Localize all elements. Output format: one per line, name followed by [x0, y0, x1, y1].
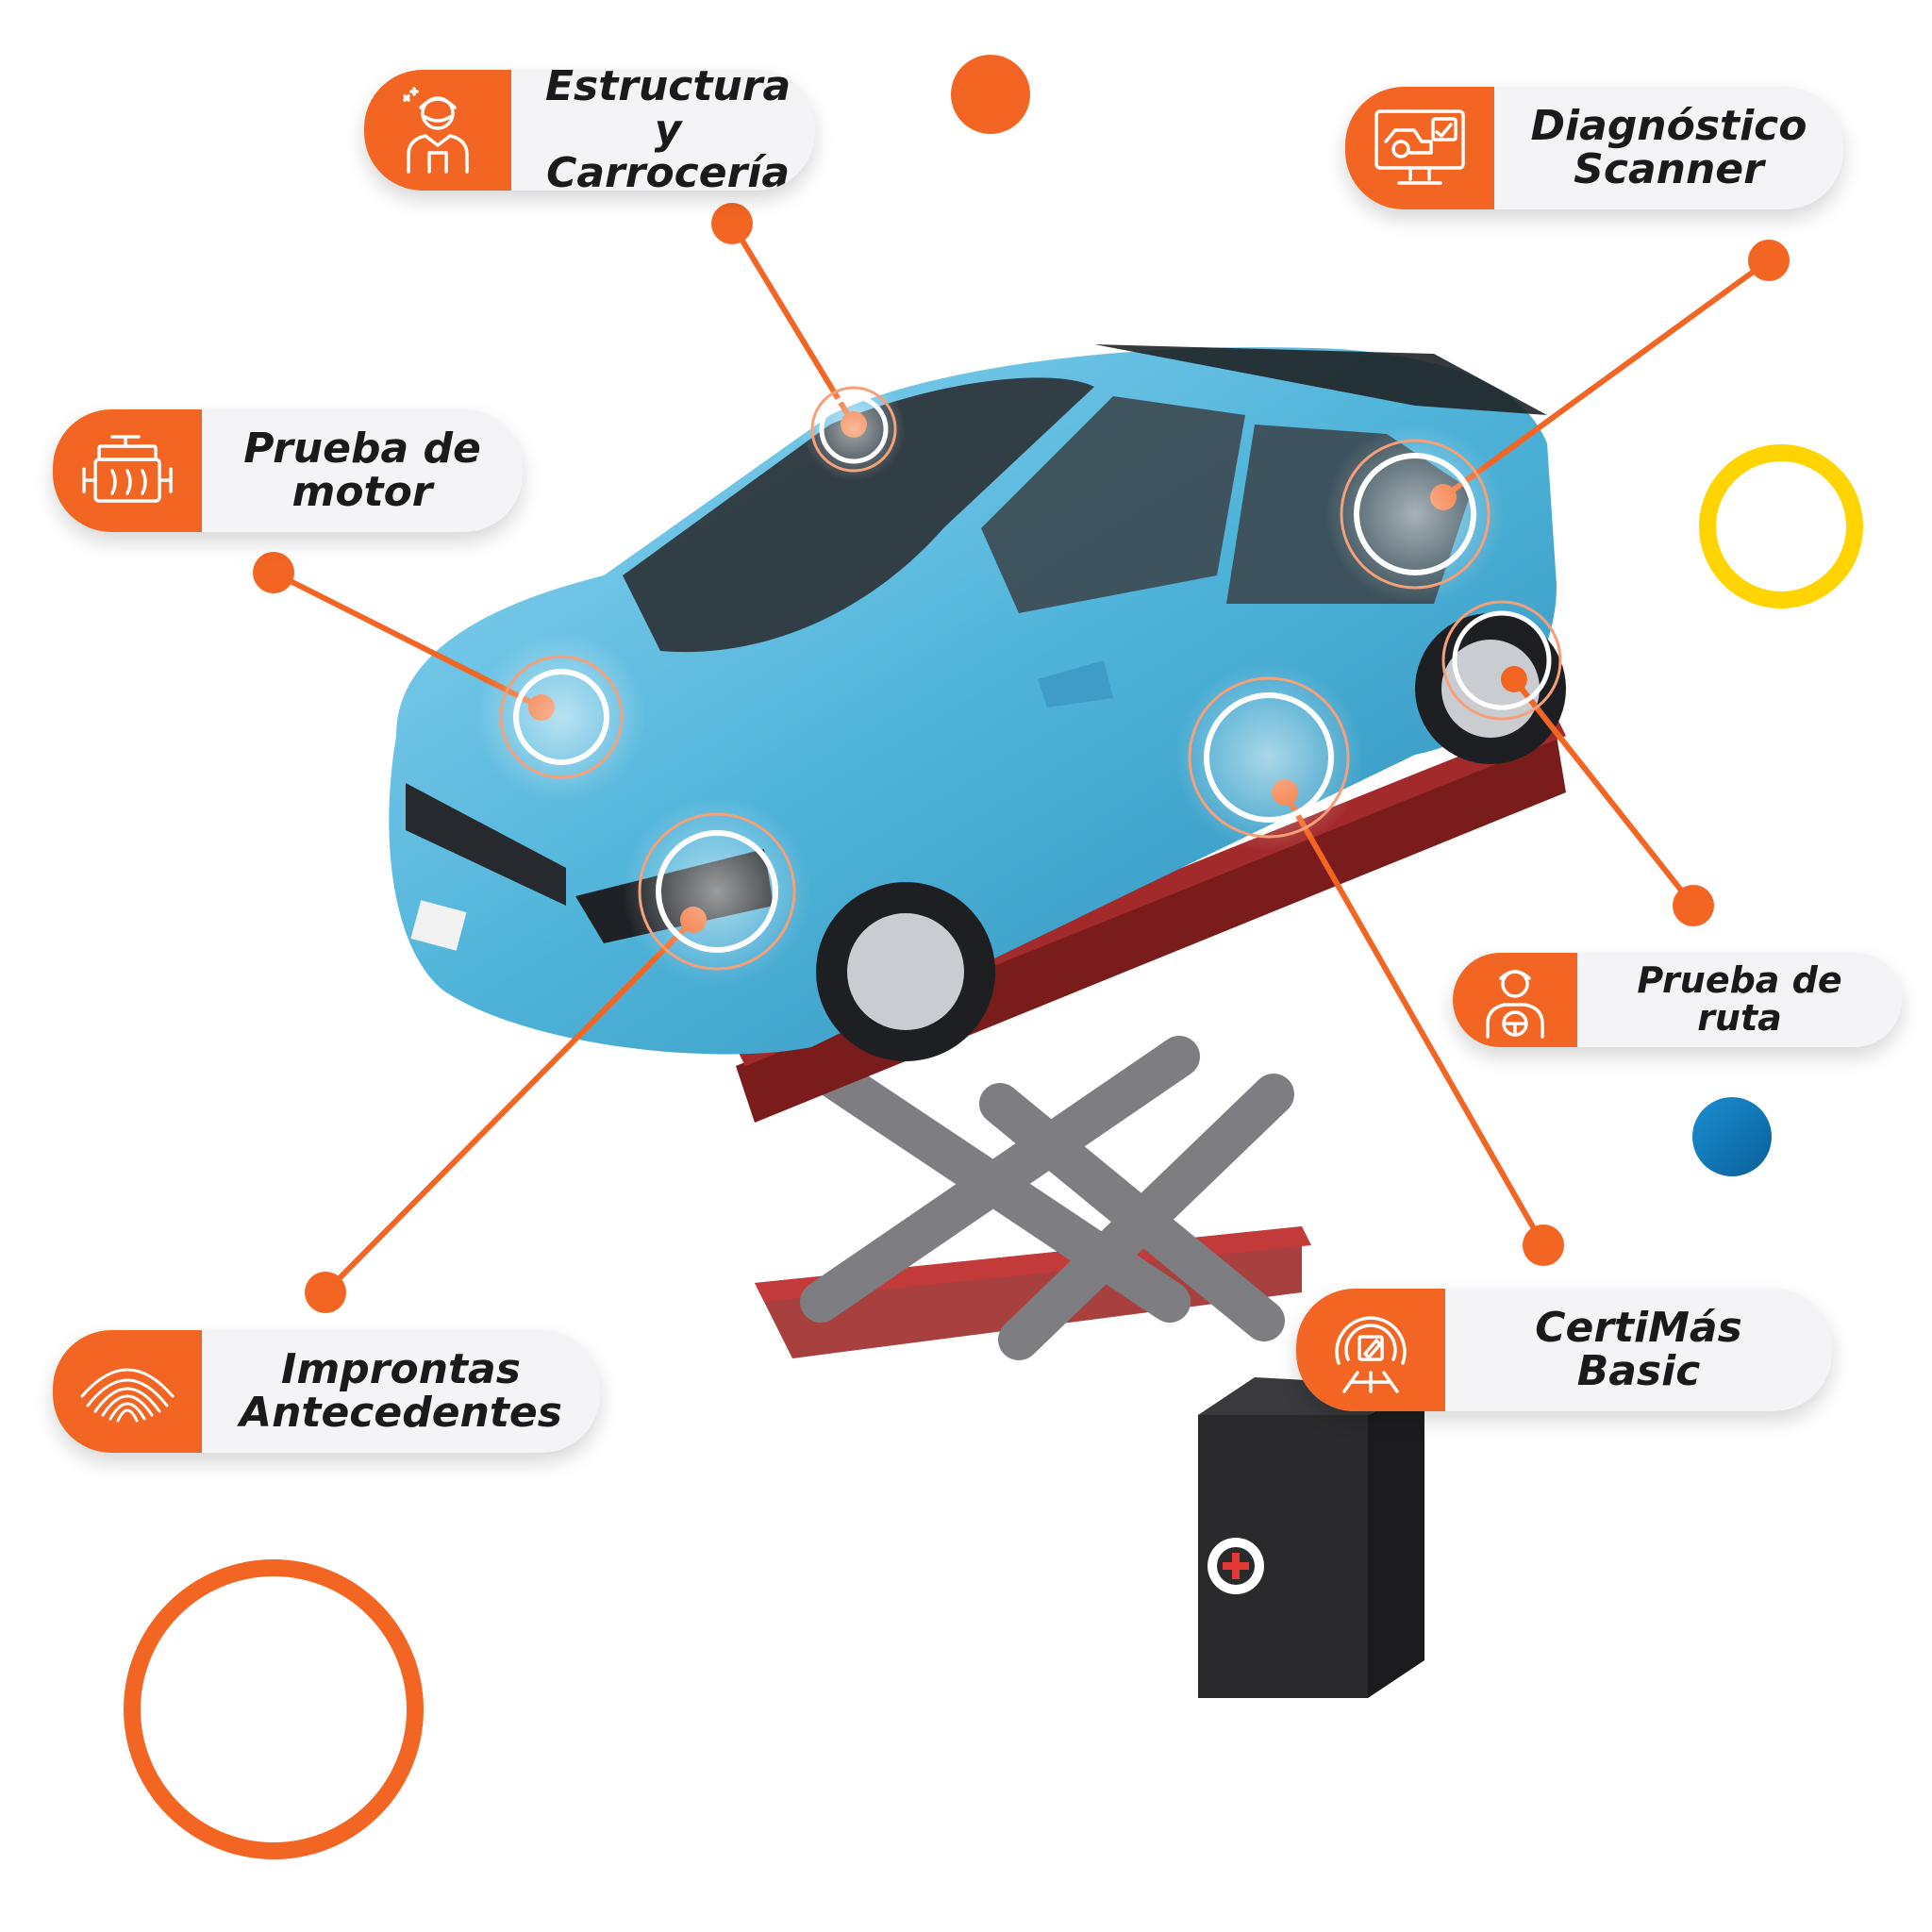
hotspots [476, 377, 1562, 986]
badge-certimas: CertiMás Basic [1296, 1289, 1832, 1411]
orange-dot-decoration [951, 55, 1030, 134]
badge-improntas: Improntas Antecedentes [53, 1330, 600, 1453]
blue-dot-decoration [1692, 1097, 1772, 1176]
badge-ruta: Prueba de ruta [1453, 953, 1902, 1047]
computer-diagnostic-icon [1345, 87, 1494, 209]
engine-icon [53, 409, 202, 532]
speedometer-icon [1296, 1289, 1445, 1411]
badge-label: Prueba de motor [243, 424, 481, 516]
badge-label: Diagnóstico Scanner [1530, 101, 1807, 193]
badge-pill: Prueba de motor [53, 409, 523, 532]
badge-label: Estructura y Carrocería [545, 70, 791, 191]
yellow-ring-decoration [1699, 444, 1863, 608]
badge-motor: Prueba de motor [53, 409, 523, 532]
badge-label: Improntas Antecedentes [240, 1344, 562, 1437]
badge-pill: Estructura y Carrocería [364, 70, 815, 191]
badge-pill: Prueba de ruta [1453, 953, 1902, 1047]
badge-pill: Diagnóstico Scanner [1345, 87, 1843, 209]
badge-diagnostico: Diagnóstico Scanner [1345, 87, 1843, 209]
connector-lines [272, 222, 1771, 1295]
mechanic-icon [364, 70, 511, 191]
badge-label: CertiMás Basic [1535, 1303, 1742, 1395]
badge-pill: Improntas Antecedentes [53, 1330, 600, 1453]
orange-ring-decoration [124, 1559, 424, 1859]
badge-estructura: Estructura y Carrocería [364, 70, 815, 191]
driver-icon [1453, 953, 1577, 1047]
badge-label: Prueba de ruta [1637, 959, 1842, 1039]
badge-pill: CertiMás Basic [1296, 1289, 1832, 1411]
fingerprint-icon [53, 1330, 202, 1453]
